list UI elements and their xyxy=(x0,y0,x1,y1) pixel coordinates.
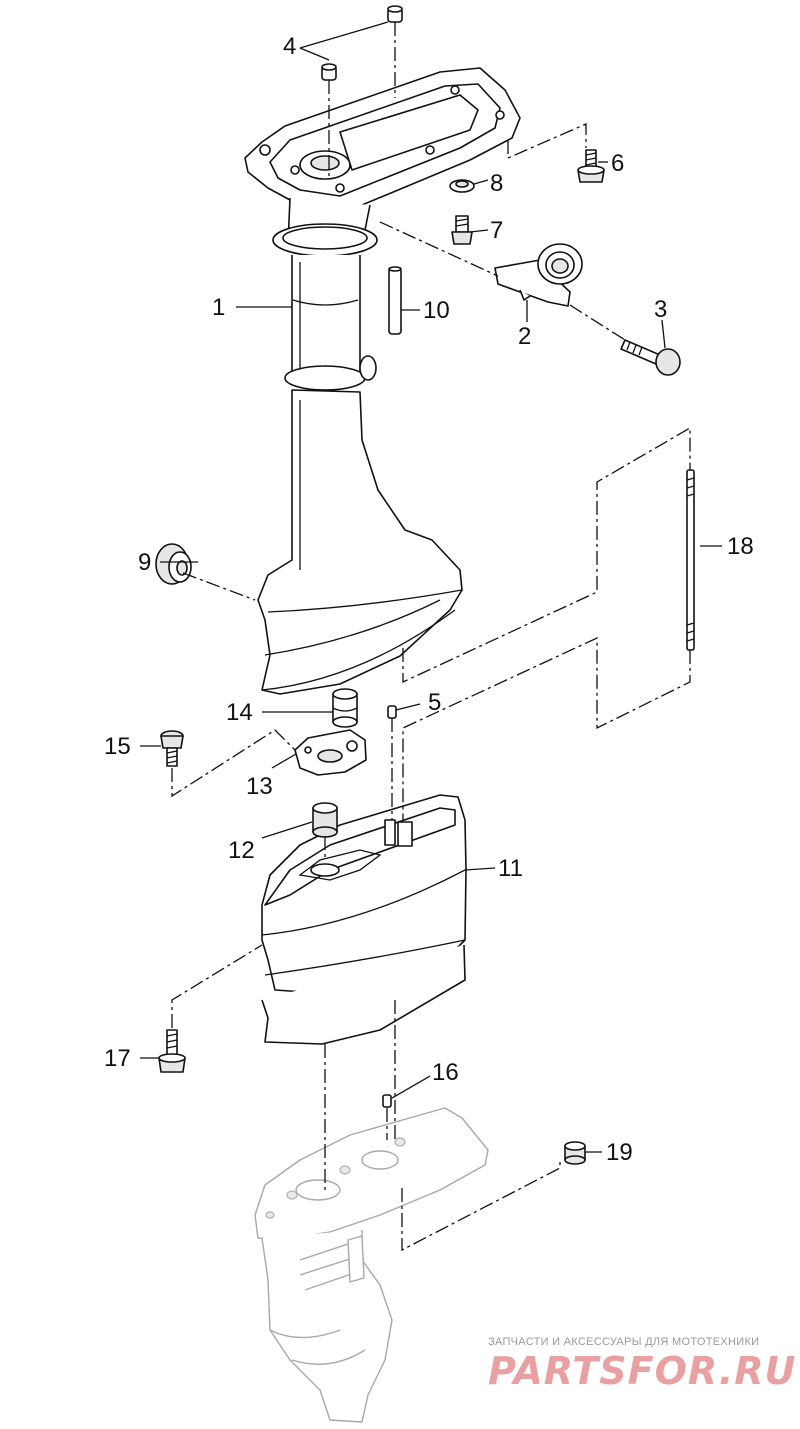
plate-13 xyxy=(294,729,367,776)
callout-17: 17 xyxy=(104,1045,131,1072)
callout-11: 11 xyxy=(498,855,523,882)
bolt-6 xyxy=(577,149,605,183)
callout-6: 6 xyxy=(611,150,624,177)
watermark-tagline: ЗАПЧАСТИ И АКСЕССУАРЫ ДЛЯ МОТОТЕХНИКИ xyxy=(488,1336,759,1348)
callout-2: 2 xyxy=(518,323,531,350)
callout-9: 9 xyxy=(138,549,151,576)
watermark: ЗАПЧАСТИ И АКСЕССУАРЫ ДЛЯ МОТОТЕХНИКИ PA… xyxy=(488,1336,796,1393)
callout-1: 1 xyxy=(212,294,225,321)
callout-12: 12 xyxy=(228,837,255,864)
collar-14 xyxy=(332,688,358,728)
callout-10: 10 xyxy=(423,297,450,324)
callout-14: 14 xyxy=(226,699,253,726)
bolt-17 xyxy=(158,1029,186,1073)
callout-7: 7 xyxy=(490,217,503,244)
leader-lines xyxy=(140,21,722,1153)
callout-16: 16 xyxy=(432,1059,459,1086)
assembly-centerlines xyxy=(171,22,691,1252)
nut-19 xyxy=(564,1141,586,1165)
watermark-logo: PARTSFOR.RU xyxy=(488,1349,796,1393)
callout-18: 18 xyxy=(727,533,754,560)
callout-5: 5 xyxy=(428,689,441,716)
bolt-7 xyxy=(451,215,473,245)
grommet-9 xyxy=(155,543,192,585)
middle-casing xyxy=(261,794,467,1045)
pin-5 xyxy=(387,705,397,719)
callout-4: 4 xyxy=(283,33,296,60)
callout-numbers: 4 6 8 7 1 10 2 3 18 9 5 14 15 13 12 11 1… xyxy=(104,33,754,1166)
callout-19: 19 xyxy=(606,1139,633,1166)
dowel-pin-upper xyxy=(387,5,403,23)
lower-unit-ghost xyxy=(254,1107,489,1423)
bolt-3 xyxy=(620,339,681,376)
nut-8 xyxy=(449,179,475,193)
callout-13: 13 xyxy=(246,773,273,800)
callout-15: 15 xyxy=(104,733,131,760)
dowel-pin-lower xyxy=(321,63,337,81)
pin-16 xyxy=(382,1094,392,1108)
pin-10 xyxy=(388,266,402,335)
stud-18 xyxy=(686,469,695,651)
bolt-15 xyxy=(160,730,184,767)
callout-3: 3 xyxy=(654,296,667,323)
upper-casing xyxy=(244,67,521,695)
steering-bracket-2 xyxy=(494,243,583,307)
collar-12 xyxy=(312,802,338,838)
callout-8: 8 xyxy=(490,170,503,197)
